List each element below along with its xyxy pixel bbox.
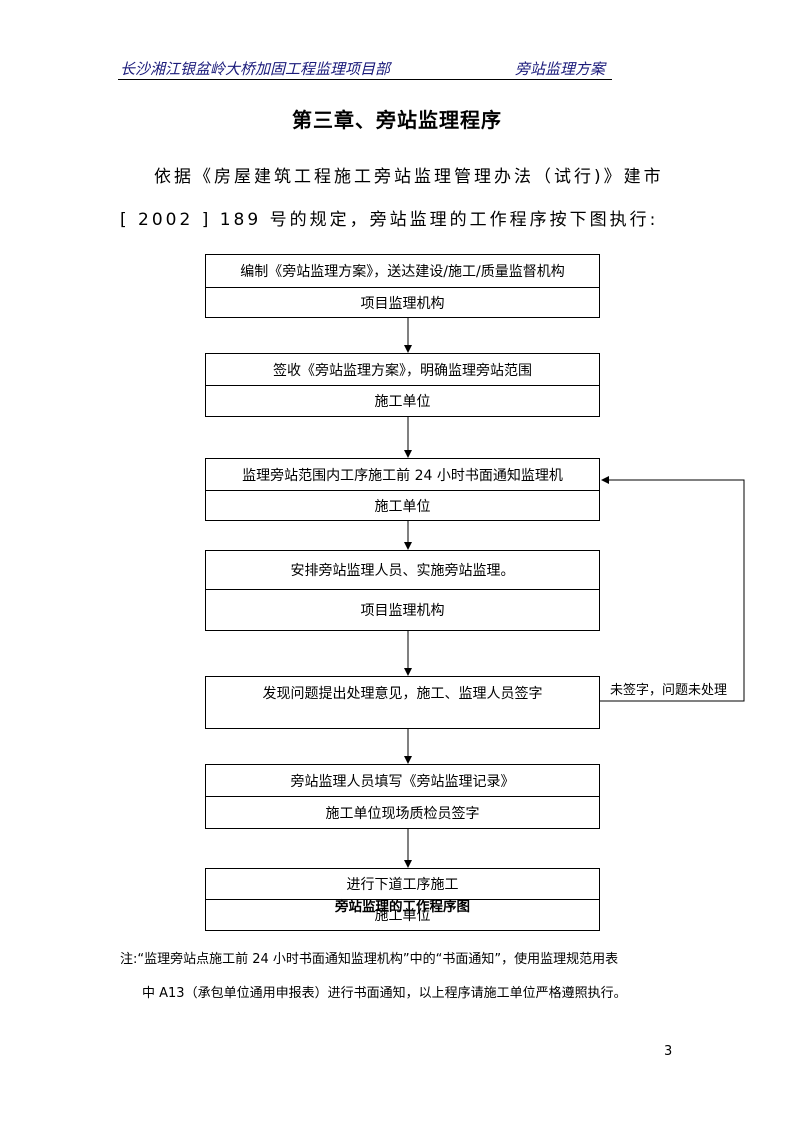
page-number: 3 — [664, 1044, 673, 1059]
flow-step-6-actor: 施工单位现场质检员签字 — [206, 796, 599, 828]
chapter-title: 第三章、旁站监理程序 — [292, 108, 502, 132]
flow-step-7: 进行下道工序施工 施工单位 — [205, 868, 600, 931]
flow-step-3-actor: 施工单位 — [206, 490, 599, 520]
flow-step-1-action: 编制《旁站监理方案》，送达建设/施工/质量监督机构 — [240, 264, 565, 280]
flow-step-5-action: 发现问题提出处理意见，施工、监理人员签字 — [262, 686, 543, 702]
flow-step-5: 发现问题提出处理意见，施工、监理人员签字 — [205, 676, 600, 729]
flow-step-4-actor: 项目监理机构 — [206, 589, 599, 630]
header-project-name: 长沙湘江银盆岭大桥加固工程监理项目部 — [120, 60, 391, 78]
header-document-name: 旁站监理方案 — [515, 60, 606, 78]
flow-step-7-actor: 施工单位 — [206, 899, 599, 930]
flow-step-7-action: 进行下道工序施工 — [346, 877, 459, 893]
flow-step-1: 编制《旁站监理方案》，送达建设/施工/质量监督机构 项目监理机构 — [205, 254, 600, 318]
note-line-1: 注:“监理旁站点施工前 24 小时书面通知监理机构”中的“书面通知”，使用监理规… — [120, 952, 619, 967]
intro-line-2: [ 2002 ] 189 号的规定，旁站监理的工作程序按下图执行: — [120, 210, 659, 230]
flow-step-3-action: 监理旁站范围内工序施工前 24 小时书面通知监理机 — [242, 467, 563, 484]
flow-step-1-actor: 项目监理机构 — [206, 287, 599, 317]
flow-step-6-action: 旁站监理人员填写《旁站监理记录》 — [290, 773, 515, 790]
flow-step-3: 监理旁站范围内工序施工前 24 小时书面通知监理机 施工单位 — [205, 458, 600, 521]
flow-step-4: 安排旁站监理人员、实施旁站监理。 项目监理机构 — [205, 550, 600, 631]
header-rule — [118, 79, 612, 80]
flow-step-4-action: 安排旁站监理人员、实施旁站监理。 — [290, 563, 515, 579]
flowchart-caption: 旁站监理的工作程序图 — [335, 899, 470, 915]
flow-step-6: 旁站监理人员填写《旁站监理记录》 施工单位现场质检员签字 — [205, 764, 600, 829]
loop-back-arrow — [600, 476, 745, 702]
flow-step-2: 签收《旁站监理方案》，明确监理旁站范围 施工单位 — [205, 353, 600, 417]
loop-back-label: 未签字，问题未处理 — [610, 683, 728, 698]
flow-step-2-action: 签收《旁站监理方案》，明确监理旁站范围 — [273, 362, 532, 379]
intro-line-1: 依据《房屋建筑工程施工旁站监理管理办法（试行)》建市 — [154, 167, 664, 187]
flow-step-2-actor: 施工单位 — [206, 385, 599, 416]
note-line-2: 中 A13（承包单位通用申报表）进行书面通知，以上程序请施工单位严格遵照执行。 — [142, 986, 627, 1001]
